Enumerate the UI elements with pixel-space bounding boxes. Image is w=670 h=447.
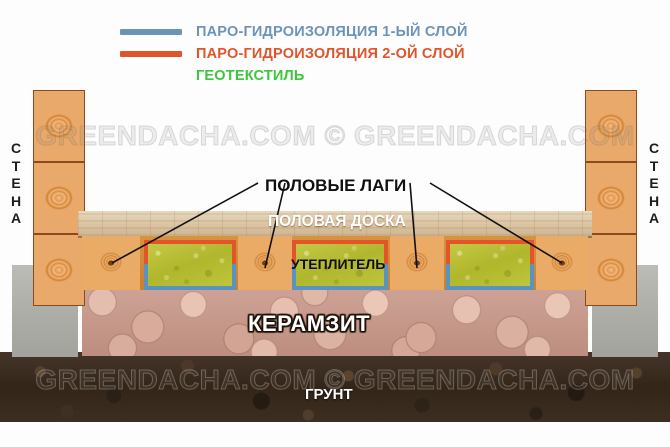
wall-right-block-1 <box>585 90 637 162</box>
insulation-fill-3 <box>450 244 530 286</box>
insulation-bay-1 <box>144 240 236 290</box>
vapor-barrier-layer1-right-2 <box>384 264 388 290</box>
wall-left-block-1 <box>33 90 85 162</box>
label-insulation: УТЕПЛИТЕЛЬ <box>291 256 386 272</box>
insulation-bay-2 <box>292 240 388 290</box>
legend-item-vapor-barrier-2: ПАРО-ГИДРОИЗОЛЯЦИЯ 2-ОЙ СЛОЙ <box>120 44 560 64</box>
label-soil: ГРУНТ <box>305 386 353 403</box>
wall-right <box>585 90 637 306</box>
joist-2 <box>238 236 292 290</box>
legend-line-swatch-blue <box>120 29 182 35</box>
wall-right-block-3 <box>585 234 637 306</box>
label-floorboard: ПОЛОВАЯ ДОСКА <box>268 213 406 230</box>
legend-line-swatch-green <box>120 73 182 79</box>
wall-left-block-2 <box>33 162 85 234</box>
joist-4 <box>536 236 588 290</box>
vapor-barrier-layer2-right-1 <box>232 240 236 265</box>
wall-left-block-3 <box>33 234 85 306</box>
legend-label-geotextile: ГЕОТЕКСТИЛЬ <box>196 68 305 84</box>
vapor-barrier-layer2-left-1 <box>144 240 148 265</box>
vapor-barrier-layer2-top-3 <box>446 240 534 244</box>
legend-label-vapor-barrier-2: ПАРО-ГИДРОИЗОЛЯЦИЯ 2-ОЙ СЛОЙ <box>196 46 465 62</box>
joist-4-core <box>559 260 565 266</box>
vapor-barrier-layer2-left-2 <box>292 240 296 265</box>
vapor-barrier-layer1-bottom-2 <box>292 286 388 290</box>
insulation-fill-2 <box>296 244 384 286</box>
label-expanded-clay: КЕРАМЗИТ <box>248 311 371 336</box>
vapor-barrier-layer2-top-2 <box>292 240 388 244</box>
vapor-barrier-layer2-left-3 <box>446 240 450 265</box>
legend-line-swatch-orange <box>120 51 182 57</box>
wall-right-block-2 <box>585 162 637 234</box>
vapor-barrier-layer1-left-2 <box>292 264 296 290</box>
vapor-barrier-layer1-bottom-3 <box>446 286 534 290</box>
legend: ПАРО-ГИДРОИЗОЛЯЦИЯ 1-ЫЙ СЛОЙ ПАРО-ГИДРОИ… <box>120 22 560 88</box>
vapor-barrier-layer2-right-2 <box>384 240 388 265</box>
expanded-clay-layer <box>82 290 588 356</box>
insulation-bay-3 <box>446 240 534 290</box>
vapor-barrier-layer1-right-3 <box>530 264 534 290</box>
label-joists: ПОЛОВЫЕ ЛАГИ <box>265 176 407 195</box>
joist-3-core <box>414 260 420 266</box>
legend-item-geotextile: ГЕОТЕКСТИЛЬ <box>120 66 560 86</box>
vapor-barrier-layer1-left-3 <box>446 264 450 290</box>
insulation-fill-1 <box>148 244 232 286</box>
watermark-top: GREENDACHA.COM © GREENDACHA.COM <box>35 120 635 152</box>
legend-label-vapor-barrier-1: ПАРО-ГИДРОИЗОЛЯЦИЯ 1-ЫЙ СЛОЙ <box>196 24 468 40</box>
joist-1-core <box>108 260 114 266</box>
vapor-barrier-layer2-right-3 <box>530 240 534 265</box>
vapor-barrier-layer1-bottom-1 <box>144 286 236 290</box>
vapor-barrier-layer1-left-1 <box>144 264 148 290</box>
joist-3 <box>390 236 444 290</box>
vapor-barrier-layer1-right-1 <box>232 264 236 290</box>
soil-layer <box>0 352 670 422</box>
vapor-barrier-layer2-top-1 <box>144 240 236 244</box>
legend-item-vapor-barrier-1: ПАРО-ГИДРОИЗОЛЯЦИЯ 1-ЫЙ СЛОЙ <box>120 22 560 42</box>
joist-2-core <box>262 260 268 266</box>
joist-1 <box>82 236 140 290</box>
wall-left <box>33 90 85 306</box>
